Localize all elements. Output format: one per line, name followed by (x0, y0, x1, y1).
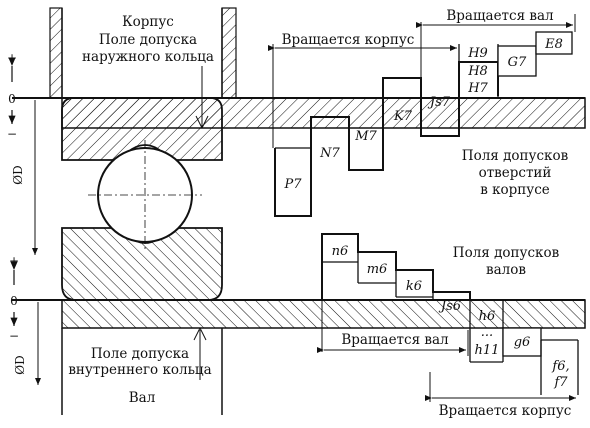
inner-ring-tolerance-band (61, 299, 586, 329)
zone-K7: K7 (393, 109, 413, 124)
zone-H7: H7 (467, 81, 488, 96)
axis-plus-bottom: + (9, 254, 19, 268)
rotation-arrows-top: Вращается вал Вращается корпус (268, 8, 576, 148)
zone-h11: h11 (475, 343, 500, 358)
inner-ring-tolerance-label-2: внутреннего кольца (68, 362, 211, 378)
zone-Js7: Js7 (427, 95, 451, 110)
shaft-label: Вал (129, 390, 156, 406)
shaft (61, 328, 223, 415)
outer-ring-tolerance-label-2: наружного кольца (82, 49, 214, 65)
shaft-fields-label-2: валов (486, 262, 526, 278)
zone-G7: G7 (508, 55, 527, 70)
zone-N7: N7 (319, 146, 340, 161)
zone-H9: H9 (467, 46, 488, 61)
zone-n6: n6 (332, 244, 349, 259)
axis-minus-bottom: − (9, 329, 19, 343)
axis-diameter-bottom: ØD (13, 355, 27, 374)
outer-ring-tolerance-label-1: Поле допуска (99, 32, 197, 48)
rotating-housing-bottom: Вращается корпус (439, 403, 572, 419)
housing-label: Корпус (122, 14, 174, 30)
zone-P7: P7 (283, 177, 302, 192)
axis-plus-top: + (7, 51, 17, 65)
zone-ellipsis: ... (481, 325, 493, 340)
axis-diameter-top: ØD (11, 165, 25, 184)
zone-h6: h6 (479, 309, 496, 324)
rotating-shaft-bottom: Вращается вал (341, 332, 449, 348)
zone-M7: M7 (354, 129, 377, 144)
housing-wall (49, 7, 237, 99)
zone-m6: m6 (367, 262, 388, 277)
rotating-shaft-top: Вращается вал (446, 8, 554, 24)
zone-H8: H8 (467, 64, 488, 79)
rotation-arrows-bottom: Вращается вал Вращается корпус (317, 300, 576, 419)
bearing (61, 97, 223, 301)
zone-k6: k6 (406, 279, 422, 294)
housing-holes-label-3: в корпусе (480, 182, 550, 198)
zone-f6: f6, (551, 359, 569, 374)
zone-Js6: Js6 (438, 299, 461, 314)
housing-tolerance-zones: P7 N7 M7 K7 Js7 H9 H8 H7 G7 E8 (274, 31, 573, 217)
zone-E8: E8 (544, 37, 563, 52)
zone-f7: f7 (553, 375, 568, 390)
axis-bottom: + 0 − ØD (9, 254, 41, 385)
shaft-tolerance-zones: n6 m6 k6 Js6 h6 ... h11 g6 f6, f7 (321, 233, 579, 395)
inner-ring-tolerance-label-1: Поле допуска (91, 346, 189, 362)
housing-holes-label-1: Поля допусков (462, 148, 569, 164)
rotating-housing-top: Вращается корпус (282, 32, 415, 48)
axis-zero-top: 0 (8, 92, 16, 106)
shaft-fields-label-1: Поля допусков (453, 245, 560, 261)
zone-g6: g6 (514, 335, 531, 350)
axis-zero-bottom: 0 (10, 294, 18, 308)
axis-top: + 0 − ØD (7, 51, 38, 255)
housing-holes-label-2: отверстий (479, 165, 552, 181)
axis-minus-top: − (7, 127, 17, 141)
